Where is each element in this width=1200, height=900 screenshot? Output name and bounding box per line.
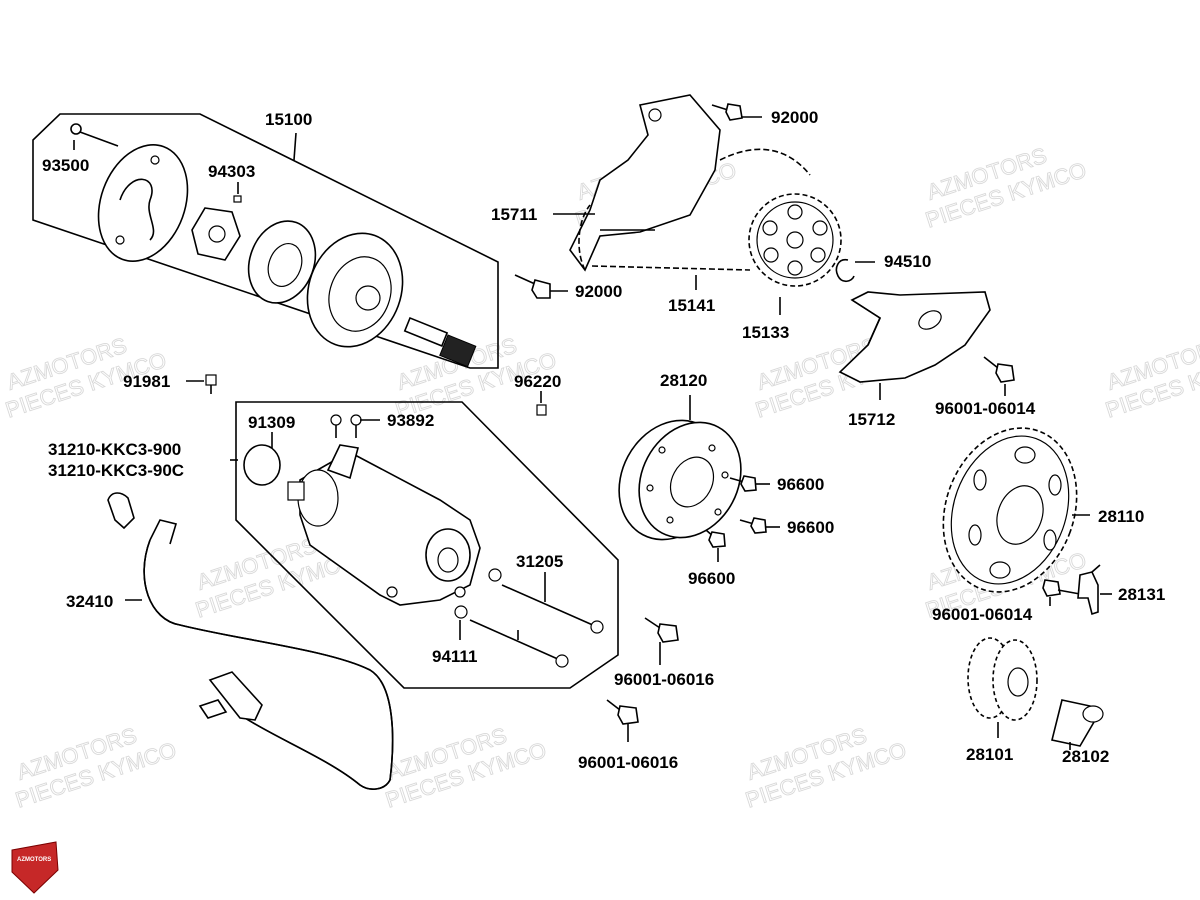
starter-cover-plate bbox=[97, 144, 189, 262]
starter-clutch-group-outline bbox=[32, 113, 499, 369]
through-bolts-31205 bbox=[454, 568, 604, 668]
label-96001-06014-top: 96001-06014 bbox=[935, 399, 1036, 418]
label-92000-lower: 92000 bbox=[575, 282, 622, 301]
label-31210-900: 31210-KKC3-900 bbox=[48, 440, 181, 459]
label-28110: 28110 bbox=[1098, 507, 1144, 526]
bolt-92000-top bbox=[711, 103, 743, 121]
label-31210-90c: 31210-KKC3-90C bbox=[48, 461, 184, 480]
cam-chain-15141 bbox=[578, 148, 811, 271]
label-15133: 15133 bbox=[742, 323, 789, 342]
label-15712: 15712 bbox=[848, 410, 895, 429]
bolt-96001-06016-a bbox=[644, 617, 679, 643]
label-96001-06016-b: 96001-06016 bbox=[578, 753, 678, 772]
starter-motor-body bbox=[287, 444, 481, 606]
chain-guide-15712 bbox=[838, 291, 991, 383]
idle-gear-block bbox=[191, 207, 241, 261]
bolt-96600-c bbox=[705, 529, 726, 548]
label-15711: 15711 bbox=[491, 205, 537, 224]
bolt-96001-06014-top bbox=[983, 356, 1015, 383]
label-32410: 32410 bbox=[66, 592, 113, 611]
o-ring-91309 bbox=[243, 444, 281, 486]
bolt-91981 bbox=[205, 374, 217, 394]
bolt-96001-06016-b bbox=[606, 699, 639, 725]
one-way-clutch-ring bbox=[247, 220, 317, 304]
pin-28102 bbox=[1051, 699, 1104, 747]
label-94111: 94111 bbox=[432, 647, 477, 666]
chain-guide-15711 bbox=[569, 94, 721, 272]
label-31205: 31205 bbox=[516, 552, 563, 571]
label-28131: 28131 bbox=[1118, 585, 1165, 604]
label-96600-a: 96600 bbox=[777, 475, 824, 494]
label-91309: 91309 bbox=[248, 413, 295, 432]
bolt-96600-a bbox=[729, 475, 757, 492]
gear-28101 bbox=[967, 637, 1038, 721]
ring-gear-28110 bbox=[942, 427, 1078, 593]
label-96220: 96220 bbox=[514, 372, 561, 391]
pin-94303 bbox=[233, 195, 242, 203]
pin-96220 bbox=[536, 404, 547, 416]
label-28102: 28102 bbox=[1062, 747, 1109, 766]
label-93500: 93500 bbox=[42, 156, 89, 175]
bolt-93500 bbox=[70, 123, 119, 147]
label-28101: 28101 bbox=[966, 745, 1013, 764]
starter-shaft bbox=[403, 316, 477, 368]
label-92000-top: 92000 bbox=[771, 108, 818, 127]
circlip-94510 bbox=[835, 258, 855, 283]
label-96001-06014-lower: 96001-06014 bbox=[932, 605, 1033, 624]
leader-15100 bbox=[293, 132, 297, 161]
azmotors-logo: AZMOTORS bbox=[11, 841, 59, 894]
bolt-96600-b bbox=[739, 517, 767, 534]
bolt-92000-lower bbox=[514, 274, 551, 299]
label-94303: 94303 bbox=[208, 162, 255, 181]
bracket-28131 bbox=[1077, 564, 1101, 616]
label-28120: 28120 bbox=[660, 371, 707, 390]
label-96001-06016-a: 96001-06016 bbox=[614, 670, 714, 689]
sprocket-15133 bbox=[748, 193, 842, 287]
starter-motor-group-outline bbox=[235, 401, 619, 689]
label-15141: 15141 bbox=[668, 296, 715, 315]
starter-cable-32410 bbox=[107, 492, 394, 790]
flywheel-28120 bbox=[618, 419, 742, 541]
label-96600-c: 96600 bbox=[688, 569, 735, 588]
logo-text: AZMOTORS bbox=[17, 857, 51, 863]
label-93892: 93892 bbox=[387, 411, 434, 430]
label-91981: 91981 bbox=[123, 372, 170, 391]
screws-93892 bbox=[330, 414, 362, 438]
label-94510: 94510 bbox=[884, 252, 931, 271]
label-15100: 15100 bbox=[265, 110, 312, 129]
clutch-outer bbox=[306, 232, 404, 348]
label-96600-b: 96600 bbox=[787, 518, 834, 537]
bolt-96001-06014-lower bbox=[1042, 579, 1081, 597]
